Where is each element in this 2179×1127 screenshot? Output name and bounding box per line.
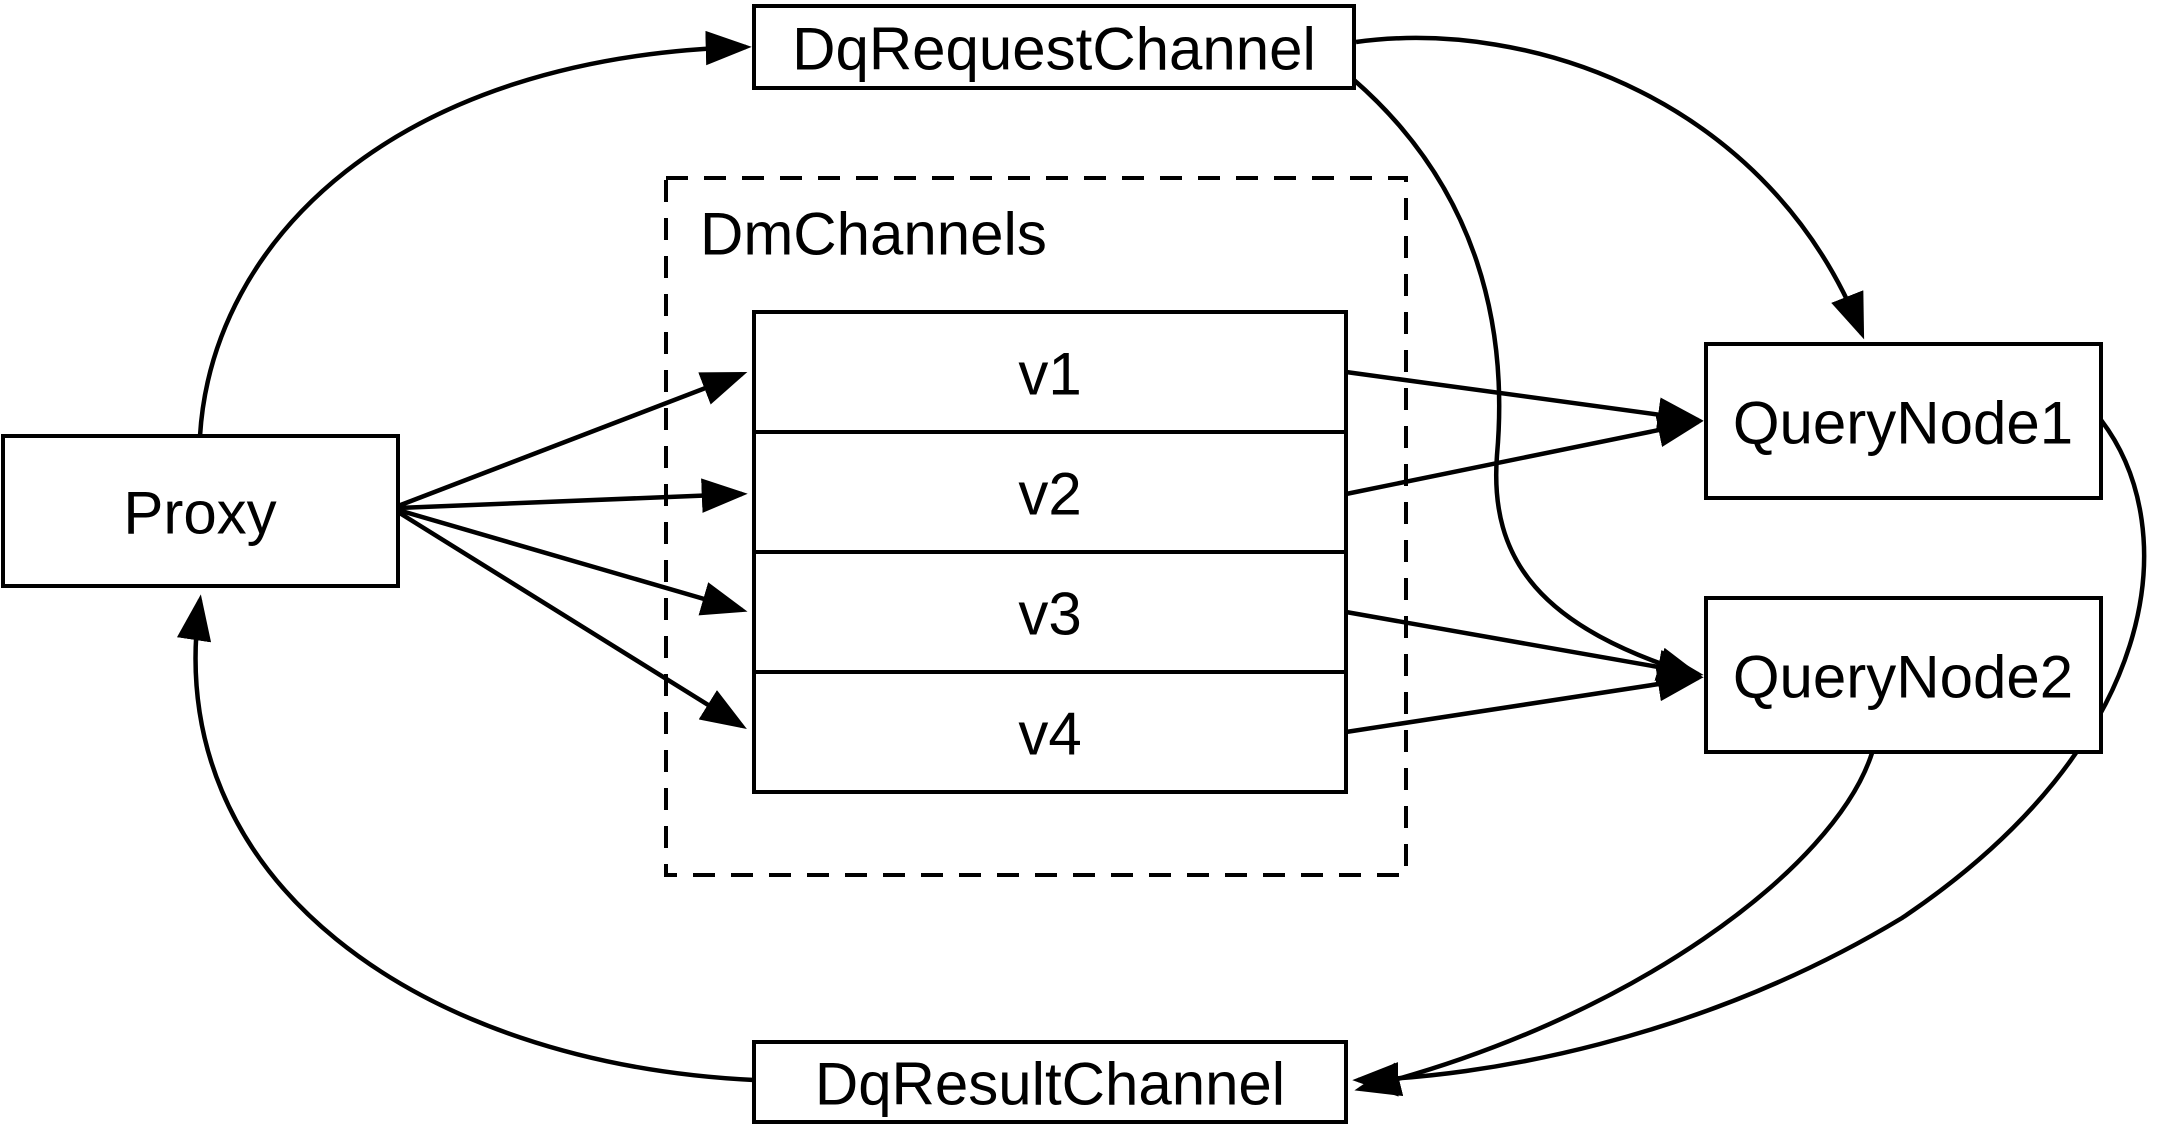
edge-proxy-to-v2 [397,478,748,513]
edge-v3-to-querynode2 [1345,609,1704,685]
edge-proxy-to-v4 [396,510,747,730]
querynode2-box [1704,596,2103,754]
v4-box [752,670,1348,794]
v3-label: v3 [1018,581,1081,648]
dqrequestchannel-box [752,4,1356,90]
dmchannels-label: DmChannels [700,201,1047,268]
dqresultchannel-box [752,1040,1348,1124]
edge-dqrequestchannel-to-querynode1 [1355,35,1865,340]
edge-querynode1-to-dqresultchannel [1352,418,2147,1097]
querynode1-label: QueryNode1 [1733,390,2073,457]
v2-box [752,430,1348,554]
edge-proxy-to-dqrequestchannel [197,30,752,437]
edge-v1-to-querynode1 [1345,369,1704,432]
edge-proxy-to-v1 [397,371,748,509]
node-v3: v3 [752,550,1348,674]
node-dqresultchannel: DqResultChannel [752,1040,1348,1124]
querynode2-label: QueryNode2 [1733,644,2073,711]
node-v4: v4 [752,670,1348,794]
node-v2: v2 [752,430,1348,554]
edge-v4-to-querynode2 [1345,667,1704,735]
edge-querynode2-to-dqresultchannel [1354,752,1875,1097]
node-proxy: Proxy [1,434,400,588]
v1-label: v1 [1018,341,1081,408]
dqrequestchannel-label: DqRequestChannel [792,16,1316,83]
dqresultchannel-label: DqResultChannel [815,1051,1285,1118]
querynode1-box [1704,342,2103,500]
group-dmchannels: DmChannels [664,176,1408,877]
proxy-box [1,434,400,588]
edge-v2-to-querynode1 [1345,413,1704,497]
dmchannels-border [664,176,1408,877]
v2-label: v2 [1018,461,1081,528]
edges [177,30,2147,1097]
v3-box [752,550,1348,674]
edge-proxy-to-v3 [397,507,748,616]
node-querynode1: QueryNode1 [1704,342,2103,500]
edge-dqresultchannel-to-proxy [177,594,755,1083]
node-dqrequestchannel: DqRequestChannel [752,4,1356,90]
node-v1: v1 [752,310,1348,434]
node-querynode2: QueryNode2 [1704,596,2103,754]
v4-label: v4 [1018,701,1081,768]
edge-dqrequestchannel-to-querynode2 [1352,78,1704,681]
proxy-label: Proxy [123,480,276,547]
